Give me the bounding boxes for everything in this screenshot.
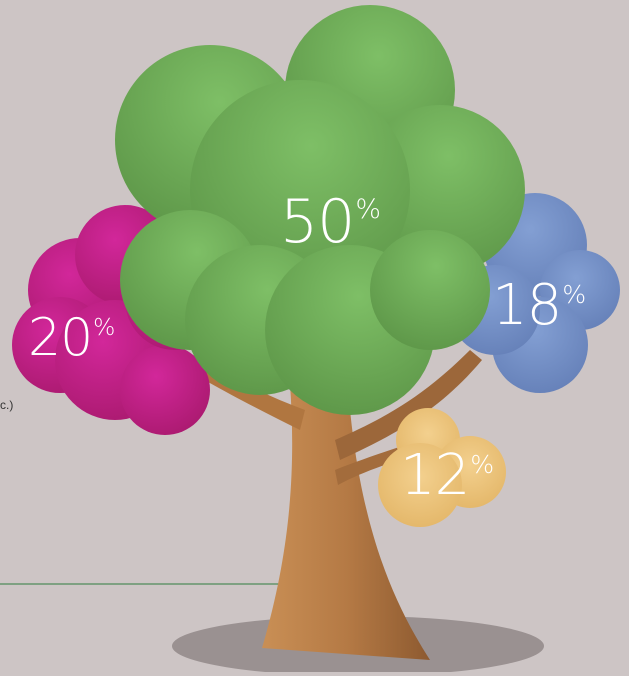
data-label: 20% bbox=[28, 312, 114, 364]
data-label: 18% bbox=[492, 278, 585, 334]
side-text-fragment: c.) bbox=[0, 398, 13, 412]
data-label: 50% bbox=[280, 192, 380, 252]
data-label: 12% bbox=[400, 448, 493, 504]
